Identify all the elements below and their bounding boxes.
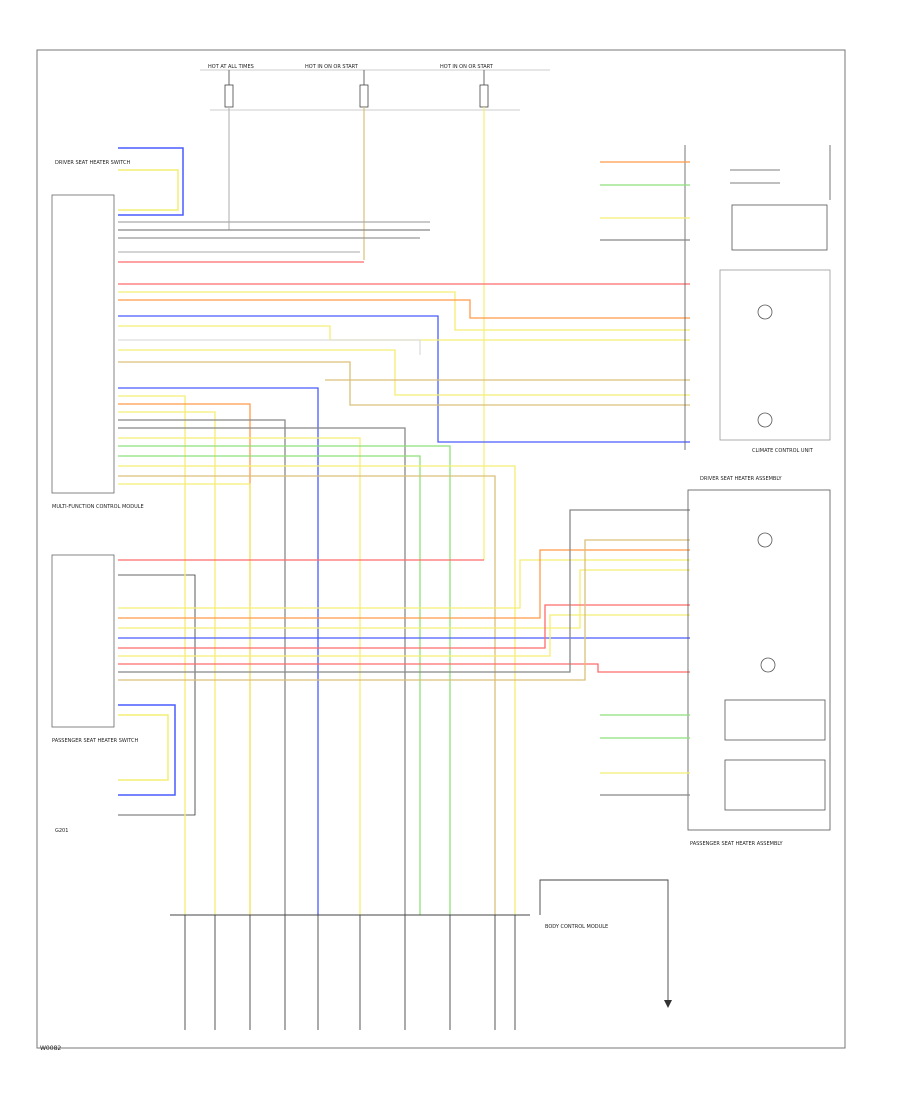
driver-seat-caption: DRIVER SEAT HEATER ASSEMBLY [700,476,782,482]
ground-icon [664,1000,672,1008]
diagram-footer-code: W0082 [40,1045,61,1052]
body-module-caption: BODY CONTROL MODULE [545,924,608,930]
right-components [684,145,831,831]
climate-panel-caption: CLIMATE CONTROL UNIT [752,448,814,454]
diagram-frame [36,49,846,1049]
driver-seat-switch-label: DRIVER SEAT HEATER SWITCH [55,160,131,166]
passenger-seat-caption: PASSENGER SEAT HEATER ASSEMBLY [690,841,783,847]
header-mid-label: HOT IN ON OR START [305,64,359,70]
control-module-lower-box [51,554,115,728]
control-module-upper-box [51,194,115,494]
header-left-label: HOT AT ALL TIMES [208,64,254,70]
power-source-group [200,69,550,111]
upper-harness [118,221,690,915]
fuse-feed-wires [228,107,485,560]
bottom-switch-bank [170,879,669,1030]
passenger-switch-caption-lower: PASSENGER SEAT HEATER SWITCH [52,738,139,744]
ground-left-caption: G201 [55,828,68,834]
driver-seat-switch: DRIVER SEAT HEATER SWITCH [55,147,184,216]
header-right-label: HOT IN ON OR START [440,64,494,70]
right-wire-stubs [600,161,690,796]
lower-harness [118,509,690,681]
control-module-caption: MULTI-FUNCTION CONTROL MODULE [52,504,144,510]
passenger-seat-switch [118,574,196,816]
